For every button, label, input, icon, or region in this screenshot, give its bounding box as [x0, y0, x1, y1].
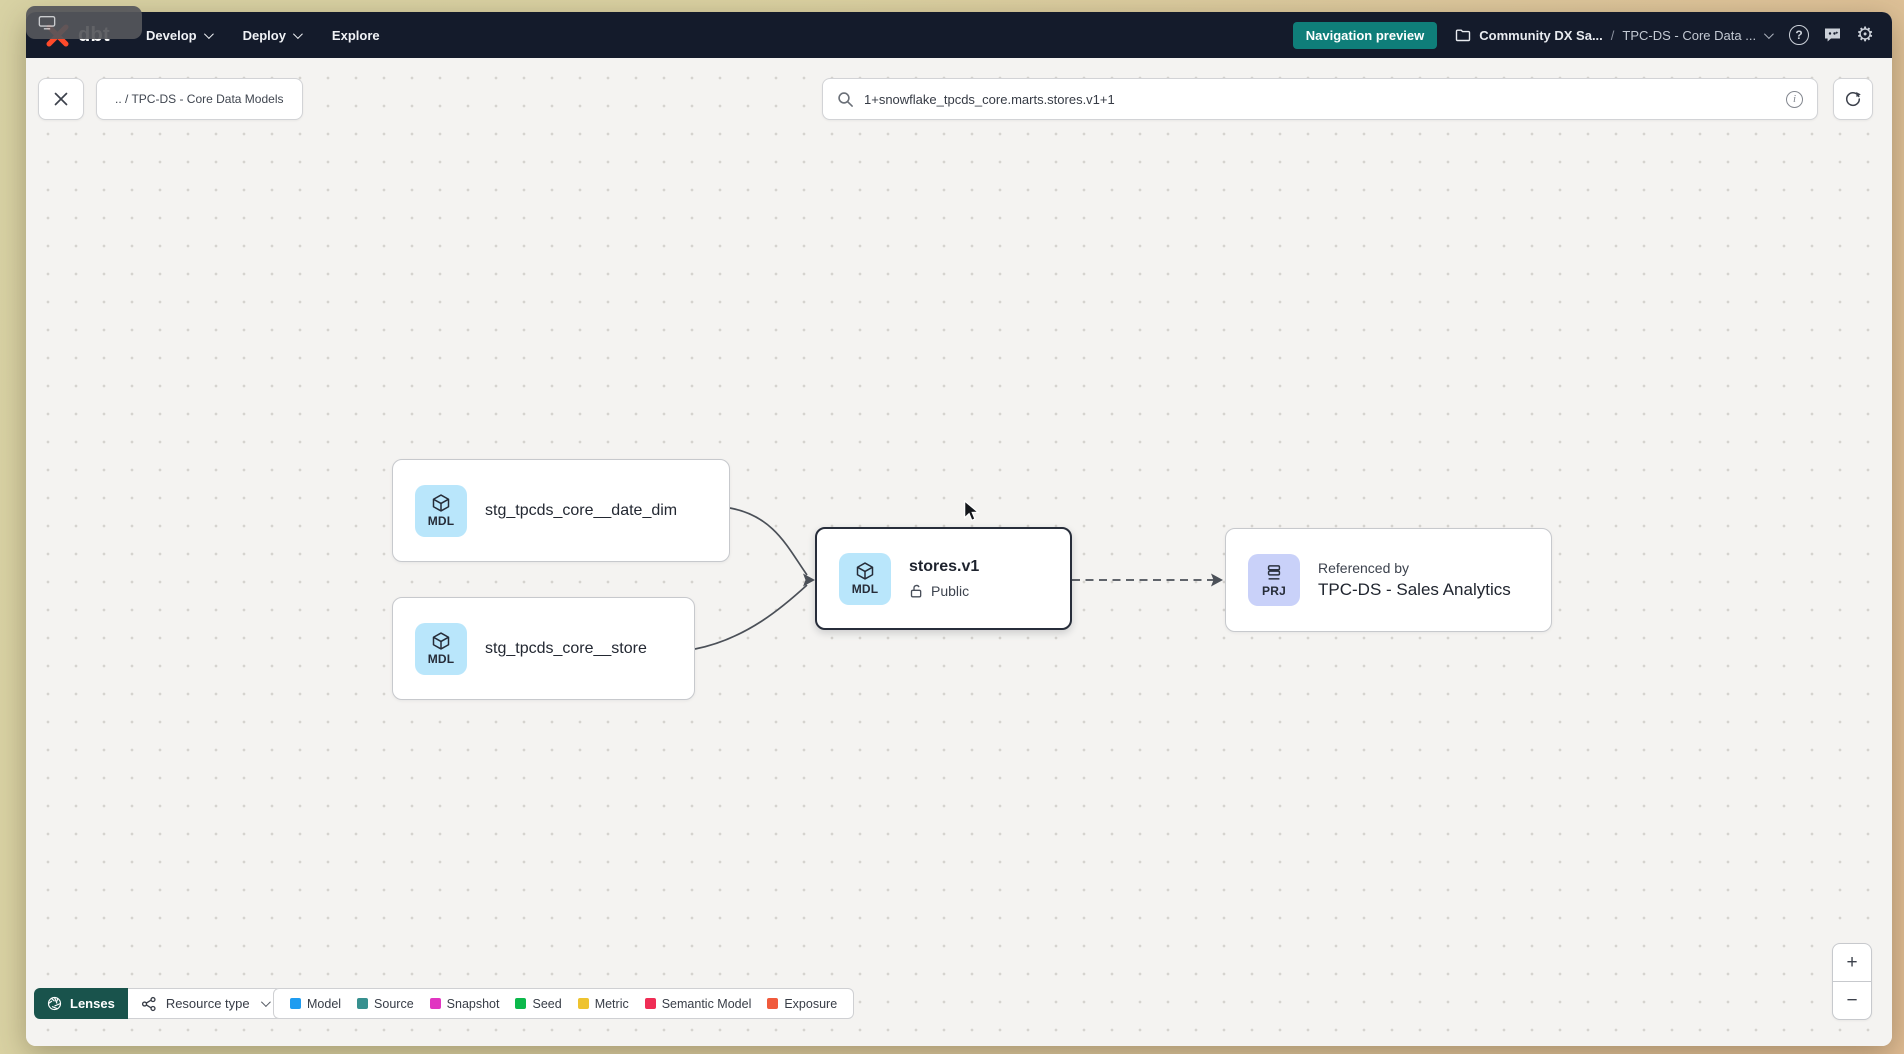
node-stores-v1[interactable]: MDL stores.v1 Public: [815, 527, 1072, 630]
menu-develop[interactable]: Develop: [146, 28, 214, 43]
node-label: stg_tpcds_core__store: [485, 639, 647, 657]
top-navbar: dbt Develop Deploy Explore Navigation pr…: [26, 12, 1892, 58]
model-badge: MDL: [415, 622, 467, 675]
mouse-cursor: [964, 500, 980, 522]
legend-item-seed: Seed: [515, 997, 562, 1011]
chevron-down-icon[interactable]: [1764, 28, 1774, 39]
navbar-right: Navigation preview Community DX Sa... / …: [1292, 21, 1874, 49]
project-badge: PRJ: [1248, 554, 1300, 606]
zoom-in-button[interactable]: +: [1833, 944, 1871, 982]
feedback-icon[interactable]: [1823, 26, 1842, 44]
lineage-search-bar[interactable]: 1+snowflake_tpcds_core.marts.stores.v1+1…: [822, 78, 1818, 120]
stacked-trays-icon: [1267, 564, 1281, 580]
lenses-button[interactable]: Lenses: [34, 988, 128, 1019]
model-badge: MDL: [839, 552, 891, 605]
seed-swatch: [515, 998, 527, 1009]
source-swatch: [357, 998, 369, 1009]
dbt-app-window: dbt Develop Deploy Explore Navigation pr…: [26, 12, 1892, 1046]
close-icon: [54, 92, 68, 106]
monitor-icon: [38, 15, 56, 30]
chevron-down-icon: [203, 28, 214, 39]
main-menu: Develop Deploy Explore: [146, 28, 380, 43]
node-label: stg_tpcds_core__date_dim: [485, 501, 678, 519]
arrowhead: [1211, 573, 1223, 587]
resource-type-label: Resource type: [165, 996, 250, 1011]
edge-store-to-stores: [694, 584, 808, 650]
node-text: Referenced by TPC-DS - Sales Analytics: [1318, 560, 1511, 600]
folder-icon: [1456, 29, 1471, 42]
info-icon[interactable]: i: [1786, 90, 1803, 108]
lineage-edges: [694, 507, 1223, 650]
exposure-swatch: [767, 998, 779, 1009]
metric-swatch: [577, 998, 589, 1009]
lenses-label: Lenses: [70, 996, 115, 1011]
help-icon[interactable]: ?: [1789, 25, 1810, 45]
breadcrumb-separator: /: [1610, 27, 1615, 43]
lens-controls: Lenses Resource type: [34, 988, 282, 1019]
node-referenced-by-sales-analytics[interactable]: PRJ Referenced by TPC-DS - Sales Analyti…: [1225, 528, 1552, 632]
close-lineage-button[interactable]: [38, 78, 84, 120]
access-label: Public: [931, 583, 970, 599]
settings-gear-icon[interactable]: ⚙: [1856, 24, 1874, 46]
menu-explore[interactable]: Explore: [331, 27, 380, 43]
aperture-icon: [47, 996, 62, 1011]
screen-share-pill: [26, 6, 142, 39]
arrowhead: [803, 573, 815, 587]
edge-datedim-to-stores: [729, 507, 808, 576]
legend-item-source: Source: [357, 997, 414, 1011]
legend-item-model: Model: [290, 997, 341, 1011]
semantic-model-swatch: [644, 998, 656, 1009]
open-padlock-icon: [910, 584, 922, 598]
lineage-breadcrumb-chip[interactable]: .. / TPC-DS - Core Data Models: [96, 78, 303, 120]
legend-item-snapshot: Snapshot: [429, 997, 499, 1011]
lineage-canvas[interactable]: MDL stg_tpcds_core__date_dim MDL: [26, 58, 1892, 1046]
chevron-down-icon: [292, 28, 303, 39]
node-label: stores.v1: [909, 558, 980, 575]
search-icon: [838, 91, 853, 107]
node-stg-tpcds-core-date-dim[interactable]: MDL stg_tpcds_core__date_dim: [392, 459, 730, 562]
model-swatch: [290, 998, 301, 1009]
menu-deploy[interactable]: Deploy: [243, 28, 303, 43]
selector-input-value[interactable]: 1+snowflake_tpcds_core.marts.stores.v1+1: [864, 91, 1115, 107]
legend-item-semantic-model: Semantic Model: [644, 997, 751, 1011]
navigation-preview-badge[interactable]: Navigation preview: [1292, 21, 1438, 49]
resource-type-legend: Model Source Snapshot Seed Metric: [273, 988, 855, 1019]
cube-icon: [856, 562, 874, 580]
referenced-by-label: Referenced by: [1318, 560, 1410, 576]
refresh-icon: [1845, 91, 1861, 107]
node-stg-tpcds-core-store[interactable]: MDL stg_tpcds_core__store: [392, 597, 695, 700]
zoom-out-button[interactable]: −: [1846, 989, 1858, 1011]
cube-icon: [432, 494, 450, 512]
access-row: Public: [909, 583, 979, 599]
cube-icon: [432, 632, 450, 650]
node-label: TPC-DS - Sales Analytics: [1318, 580, 1511, 599]
legend-item-exposure: Exposure: [767, 997, 837, 1011]
account-breadcrumb[interactable]: Community DX Sa... / TPC-DS - Core Data …: [1455, 27, 1774, 43]
refresh-lineage-button[interactable]: [1833, 78, 1873, 120]
snapshot-swatch: [429, 998, 441, 1009]
breadcrumb-account: Community DX Sa...: [1479, 27, 1603, 43]
node-text: stores.v1 Public: [909, 558, 979, 599]
chevron-down-icon: [260, 997, 271, 1008]
navbar-icon-group: ? ⚙: [1789, 25, 1874, 45]
zoom-controls: + −: [1832, 943, 1872, 1020]
model-badge: MDL: [415, 484, 467, 537]
breadcrumb-project: TPC-DS - Core Data ...: [1622, 27, 1757, 43]
graph-fork-icon: [141, 996, 156, 1011]
resource-type-dropdown[interactable]: Resource type: [127, 988, 282, 1019]
legend-item-metric: Metric: [577, 997, 629, 1011]
